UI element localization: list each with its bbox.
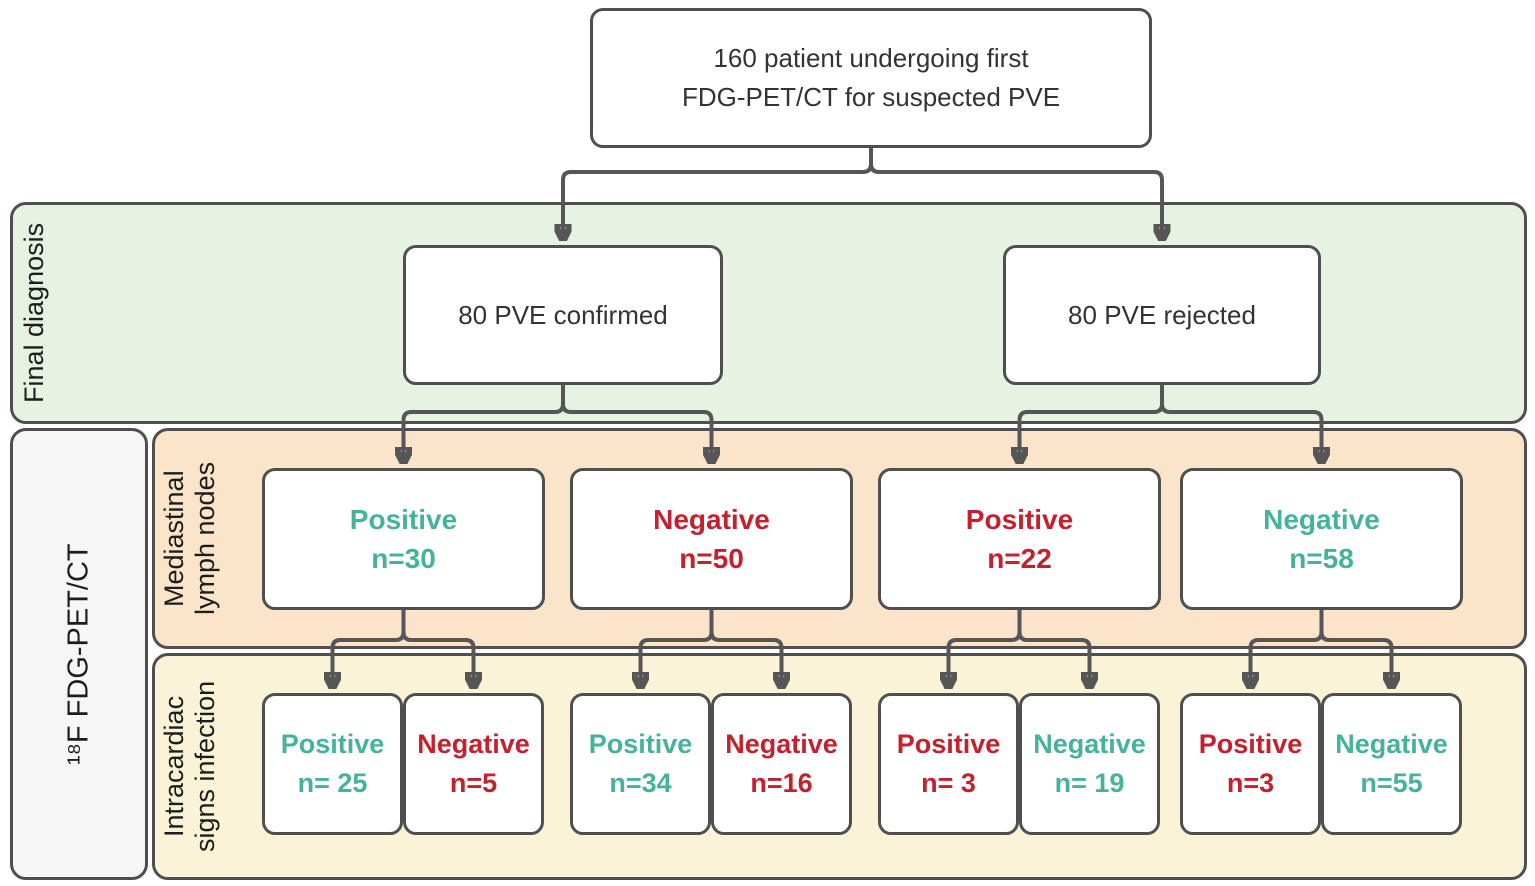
intracardiac-node-1: Positive n= 25 <box>262 693 403 835</box>
fdg-petct-panel: ¹⁸F FDG-PET/CT <box>10 428 148 880</box>
node-label: Negative <box>1335 728 1448 759</box>
connector-root-confirmed <box>563 148 873 236</box>
node-label: Positive <box>896 728 1001 759</box>
connector-m1-left <box>333 610 406 684</box>
connector-rejected-pos <box>1020 385 1164 459</box>
node-count: n=5 <box>449 768 498 798</box>
node-count: n=50 <box>679 543 744 574</box>
connector-root-rejected <box>869 148 1162 236</box>
intracardiac-node-8: Negative n=55 <box>1321 693 1462 835</box>
pve-confirmed-node: 80 PVE confirmed <box>403 245 723 385</box>
connector-m4-right <box>1319 610 1392 684</box>
node-count: n=55 <box>1360 768 1423 798</box>
intracardiac-node-6: Negative n= 19 <box>1019 693 1160 835</box>
node-label: Negative <box>417 728 530 759</box>
node-count: n=34 <box>609 768 672 798</box>
connector-m2-left <box>641 610 714 684</box>
connector-confirmed-neg <box>561 385 712 459</box>
node-count: n=22 <box>987 543 1052 574</box>
mediastinal-node-3: Positive n=22 <box>878 468 1161 610</box>
node-count: n= 3 <box>921 768 976 798</box>
root-node: 160 patient undergoing first FDG-PET/CT … <box>590 8 1152 148</box>
node-label: Negative <box>1033 728 1146 759</box>
mediastinal-node-4: Negative n=58 <box>1180 468 1463 610</box>
node-count: n= 25 <box>297 768 368 798</box>
connector-m3-left <box>949 610 1022 684</box>
node-label: Negative <box>1263 503 1380 535</box>
connector-confirmed-pos <box>404 385 565 459</box>
node-label: Negative <box>725 728 838 759</box>
node-count: n=58 <box>1289 543 1354 574</box>
intracardiac-node-4: Negative n=16 <box>711 693 852 835</box>
mediastinal-node-1: Positive n=30 <box>262 468 545 610</box>
intracardiac-node-2: Negative n=5 <box>403 693 544 835</box>
node-count: n= 19 <box>1054 768 1125 798</box>
node-count: n=16 <box>750 768 813 798</box>
node-label: Negative <box>653 503 770 535</box>
node-count: n=3 <box>1226 768 1275 798</box>
connector-m2-right <box>709 610 782 684</box>
node-label: Positive <box>588 728 693 759</box>
node-label: Positive <box>349 503 458 535</box>
intracardiac-node-7: Positive n=3 <box>1180 693 1321 835</box>
pve-rejected-node: 80 PVE rejected <box>1003 245 1321 385</box>
connector-m3-right <box>1017 610 1090 684</box>
node-label: Positive <box>280 728 385 759</box>
node-count: n=30 <box>371 543 436 574</box>
connector-m4-left <box>1251 610 1324 684</box>
intracardiac-node-3: Positive n=34 <box>570 693 711 835</box>
node-label: Positive <box>965 503 1074 535</box>
intracardiac-node-5: Positive n= 3 <box>878 693 1019 835</box>
mediastinal-node-2: Negative n=50 <box>570 468 853 610</box>
node-label: Positive <box>1198 728 1303 759</box>
connector-m1-right <box>401 610 474 684</box>
connector-rejected-neg <box>1160 385 1322 459</box>
